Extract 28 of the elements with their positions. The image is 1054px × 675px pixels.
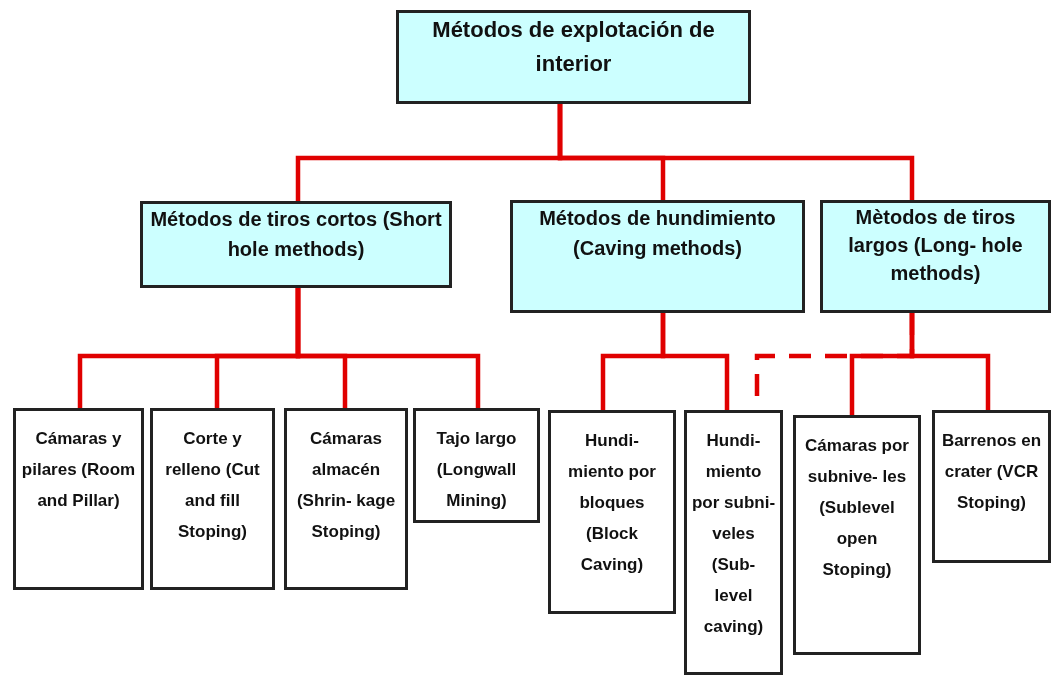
- node-text: Métodos de tiros cortos (Short hole methods): [149, 207, 443, 262]
- method-box: [932, 410, 1051, 563]
- node-text: Hundi- miento por subni- veles (Sub- level caving): [691, 430, 776, 638]
- node-text: Métodos de hundimiento (Caving methods): [538, 206, 777, 261]
- method-box: [793, 415, 921, 655]
- method-box: [684, 410, 783, 675]
- node-text: Tajo largo (Longwall Mining): [435, 428, 518, 512]
- connector-line: [295, 288, 481, 408]
- method-box: [548, 410, 676, 614]
- node-text: Cámaras almacén (Shrin- kage Stoping): [295, 428, 397, 543]
- category-box: [820, 200, 1051, 313]
- method-box: [413, 408, 540, 523]
- node-text: Cámaras y pilares (Room and Pillar): [20, 428, 137, 512]
- node-text: Corte y relleno (Cut and fill Stoping): [164, 428, 261, 543]
- node-text: Mètodos de tiros largos (Long- hole methods): [847, 205, 1024, 286]
- method-box: [13, 408, 144, 590]
- method-box: [284, 408, 408, 590]
- node-text: Barrenos en crater (VCR Stoping): [940, 430, 1043, 514]
- connector-line: [660, 313, 730, 410]
- connector-line: [909, 313, 991, 410]
- method-box: [150, 408, 275, 590]
- connector-line: [557, 104, 915, 200]
- category-box: [396, 10, 751, 104]
- node-text: Métodos de explotación de interior: [431, 16, 716, 78]
- category-box: [140, 201, 452, 288]
- category-box: [510, 200, 805, 313]
- node-text: Hundi- miento por bloques (Block Caving): [567, 430, 657, 576]
- node-text: Cámaras por subnive- les (Sublevel open Stoping): [804, 435, 910, 581]
